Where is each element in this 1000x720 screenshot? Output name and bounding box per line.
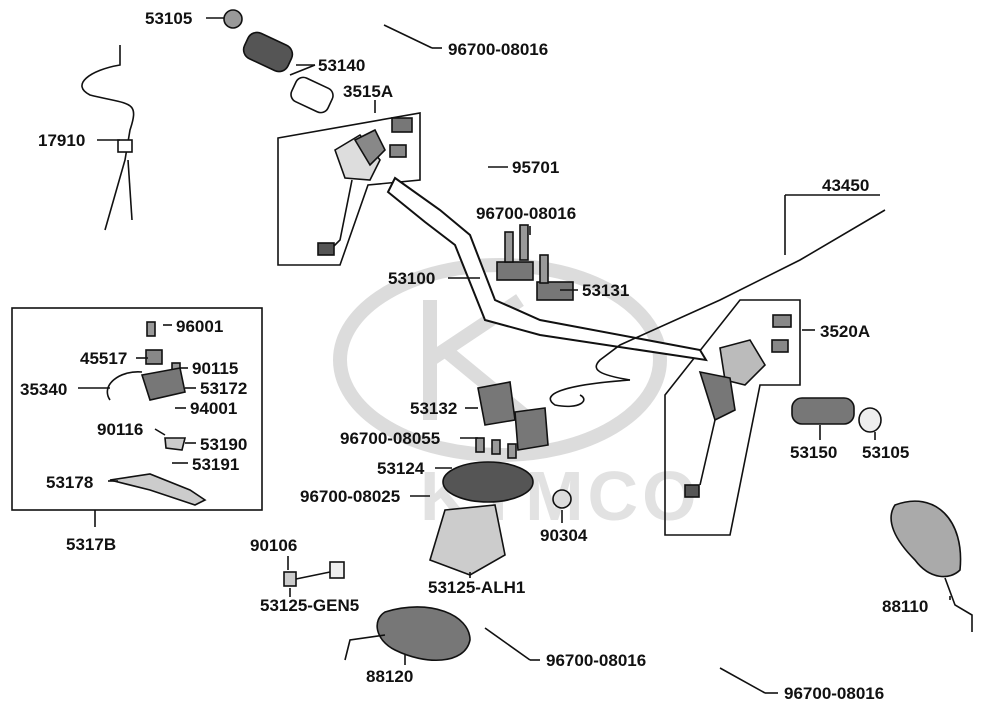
bolt-part xyxy=(283,561,345,587)
label-90304: 90304 xyxy=(540,526,588,545)
label-53132: 53132 xyxy=(410,399,457,418)
label-53178: 53178 xyxy=(46,473,93,492)
label-35340: 35340 xyxy=(20,380,67,399)
group-box-3515a xyxy=(277,112,421,266)
label-96700-08025: 96700-08025 xyxy=(300,487,400,506)
label-53150: 53150 xyxy=(790,443,837,462)
leader-lines xyxy=(78,17,951,694)
group-box-5317b xyxy=(11,307,263,511)
label-53105-right: 53105 xyxy=(862,443,909,462)
label-90106: 90106 xyxy=(250,536,297,555)
label-45517: 45517 xyxy=(80,349,127,368)
label-96700-08016-bottom: 96700-08016 xyxy=(784,684,884,703)
handlebar-clamp-part xyxy=(496,224,574,301)
label-53172: 53172 xyxy=(200,379,247,398)
label-90116: 90116 xyxy=(97,420,143,439)
label-3520a: 3520A xyxy=(820,322,870,341)
label-17910: 17910 xyxy=(38,131,85,150)
label-53105-top: 53105 xyxy=(145,9,192,28)
riser-part xyxy=(429,381,549,576)
label-88120: 88120 xyxy=(366,667,413,686)
label-3515a: 3515A xyxy=(343,82,393,101)
label-53191: 53191 xyxy=(192,455,239,474)
label-53131: 53131 xyxy=(582,281,629,300)
label-53125-alh1: 53125-ALH1 xyxy=(428,578,525,597)
left-grip-part xyxy=(223,9,334,114)
left-switch-housing-part xyxy=(317,117,413,256)
right-mirror-part xyxy=(890,500,973,632)
handlebar-part xyxy=(386,176,708,362)
label-88110: 88110 xyxy=(882,597,928,616)
label-96700-08016-lower: 96700-08016 xyxy=(546,651,646,670)
label-90115: 90115 xyxy=(192,359,238,378)
right-switch-housing-part xyxy=(684,314,792,498)
label-94001: 94001 xyxy=(190,399,237,418)
control-cable-part xyxy=(595,209,886,381)
label-43450: 43450 xyxy=(822,176,869,195)
throttle-cable-part xyxy=(81,45,135,231)
washer-part xyxy=(552,489,572,509)
group-box-3520a xyxy=(664,299,801,536)
label-53140: 53140 xyxy=(318,56,365,75)
label-5317b: 5317B xyxy=(66,535,116,554)
label-95701: 95701 xyxy=(512,158,559,177)
label-96700-08055: 96700-08055 xyxy=(340,429,440,448)
brake-lever-assembly-part xyxy=(106,321,207,506)
right-grip-part xyxy=(791,397,882,433)
label-53125-gen5: 53125-GEN5 xyxy=(260,596,359,615)
label-96700-08016-top: 96700-08016 xyxy=(448,40,548,59)
label-53100: 53100 xyxy=(388,269,435,288)
label-96001: 96001 xyxy=(176,317,223,336)
label-53190: 53190 xyxy=(200,435,247,454)
left-mirror-part xyxy=(344,606,471,661)
label-53124: 53124 xyxy=(377,459,425,478)
label-96700-08016-center: 96700-08016 xyxy=(476,204,576,223)
